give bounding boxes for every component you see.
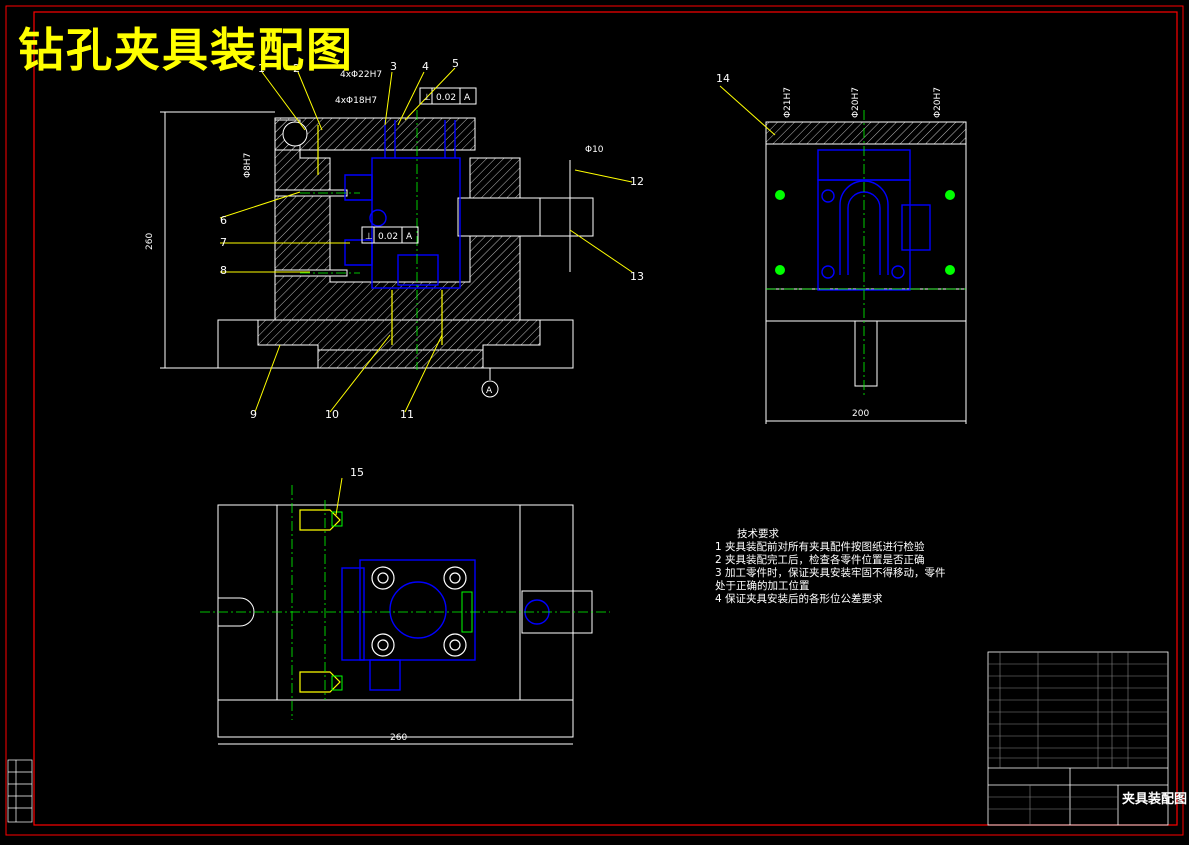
requirement-item: 1 夹具装配前对所有夹具配件按图纸进行检验: [715, 541, 925, 553]
callout-12: 12: [630, 175, 644, 188]
callout-labels: 1 2 3 4 5 6 7 8 9 10 11 12 13 14 15: [220, 57, 730, 479]
side-view: [719, 85, 967, 424]
requirement-item: 4 保证夹具安装后的各形位公差要求: [715, 593, 883, 605]
dim-hole-4x22: 4xΦ22H7: [340, 70, 382, 80]
tol-mid-value: 0.02: [378, 232, 398, 242]
dim-side-fit-2: Φ20H7: [851, 87, 861, 118]
callout-3: 3: [390, 60, 397, 73]
margin-table: [7, 759, 33, 823]
datum-a-label: A: [486, 386, 493, 396]
dim-side-fit-1: Φ21H7: [783, 87, 793, 118]
requirements-heading: 技术要求: [737, 528, 779, 540]
tol-mid-datum: A: [406, 232, 413, 242]
callout-2: 2: [293, 62, 300, 75]
outer-border: [5, 5, 1184, 836]
tol-top-symbol: ⊥: [423, 93, 431, 103]
workpiece-top: [341, 559, 550, 691]
callout-10: 10: [325, 408, 339, 421]
callout-11: 11: [400, 408, 414, 421]
dimension-labels: 260 200 260 4xΦ18H7 4xΦ22H7 Φ8H7 Φ10 Φ21…: [145, 70, 943, 743]
requirement-item: 3 加工零件时，保证夹具安装牢固不得移动，零件: [715, 567, 946, 579]
callout-14: 14: [716, 72, 730, 85]
callout-9: 9: [250, 408, 257, 421]
top-view: [200, 477, 610, 745]
callout-1: 1: [258, 62, 265, 75]
dim-front-height: 260: [145, 233, 155, 250]
technical-requirements: 技术要求 1 夹具装配前对所有夹具配件按图纸进行检验 2 夹具装配完工后，检查各…: [715, 528, 946, 606]
title-block: [987, 651, 1169, 826]
drill-plate: [274, 117, 476, 151]
tolerance-labels: ⊥ 0.02 A ⊥ 0.02 A A: [365, 93, 493, 396]
requirement-item: 2 夹具装配完工后，检查各零件位置是否正确: [715, 554, 925, 566]
side-drill-plate: [765, 121, 967, 145]
dim-fit-8: Φ8H7: [243, 153, 253, 178]
dim-hole-4x18: 4xΦ18H7: [335, 96, 377, 106]
dim-top-width: 260: [390, 733, 407, 743]
callout-15: 15: [350, 466, 364, 479]
top-outline: [217, 504, 574, 738]
workpiece-front: [344, 120, 461, 289]
requirement-item: 处于正确的加工位置: [715, 580, 810, 592]
front-view: [160, 67, 633, 413]
drawing-title: 钻孔夹具装配图: [18, 23, 354, 77]
fixture-body: [257, 119, 541, 369]
callout-13: 13: [630, 270, 644, 283]
callout-7: 7: [220, 236, 227, 249]
dim-side-width: 200: [852, 409, 869, 419]
workpiece-side: [817, 149, 931, 291]
dim-fit-10: Φ10: [585, 145, 604, 155]
callout-4: 4: [422, 60, 429, 73]
dim-side-fit-3: Φ20H7: [933, 87, 943, 118]
titleblock-name: 夹具装配图: [1122, 792, 1188, 807]
locating-shaft: [457, 197, 594, 237]
inner-border: [33, 11, 1178, 826]
callout-5: 5: [452, 57, 459, 70]
tol-top-datum: A: [464, 93, 471, 103]
tol-mid-symbol: ⊥: [365, 232, 373, 242]
tol-top-value: 0.02: [436, 93, 456, 103]
callout-8: 8: [220, 264, 227, 277]
callout-6: 6: [220, 214, 227, 227]
